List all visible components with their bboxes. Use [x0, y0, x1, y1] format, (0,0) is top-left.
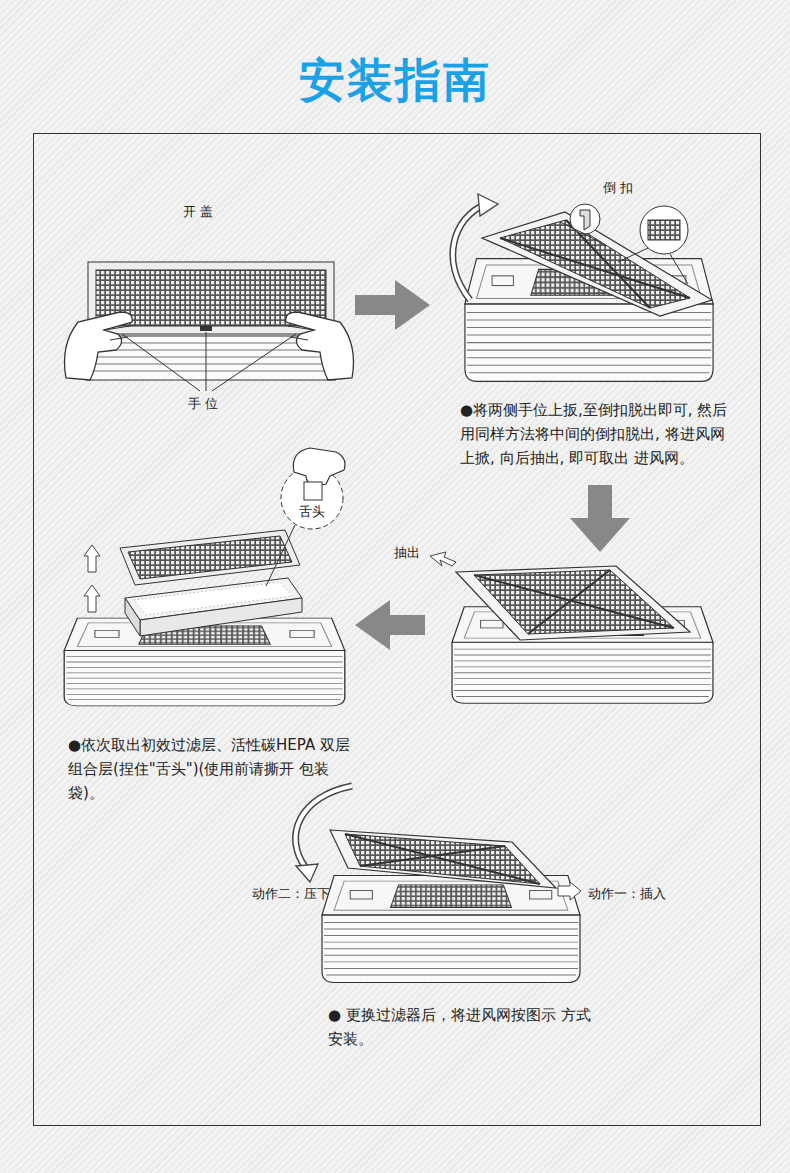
install-figure — [296, 786, 581, 982]
filter-figure-part — [84, 545, 100, 572]
filter-figure-part — [304, 482, 322, 500]
frame — [34, 134, 761, 1126]
pull-out-figure-part — [474, 575, 674, 628]
pull-out-figure-part — [430, 552, 456, 566]
lift-lid-figure-part — [618, 248, 648, 262]
instruction-note: ●将两侧手位上扳,至倒扣脱出即可, 然后用同样方法将中间的倒扣脱出, 将进风网上… — [460, 398, 728, 470]
install-figure-part — [360, 846, 505, 866]
lift-lid-figure-part — [585, 234, 606, 246]
lift-lid-figure-part — [560, 222, 585, 234]
lift-lid-figure-part — [453, 204, 486, 300]
install-figure-part — [345, 834, 540, 884]
lift-lid-figure-part — [648, 220, 680, 240]
open-lid-figure-part — [104, 326, 130, 340]
filter-figure-part — [266, 525, 295, 586]
filter-figure-part — [128, 536, 292, 579]
instruction-note: ● 更换过滤器后，将进风网按图示 方式安装。 — [328, 1003, 600, 1051]
install-figure-part — [296, 786, 352, 868]
open-lid-figure-part — [200, 326, 212, 331]
lift-lid-figure-part — [580, 210, 590, 230]
open-lid-figure-part — [65, 312, 133, 380]
pull-out-figure-part — [528, 570, 610, 634]
filter-figure-part — [134, 582, 292, 615]
filter-figure-part — [293, 448, 345, 486]
lift-lid-figure-part — [566, 220, 650, 308]
filter-figure — [64, 448, 345, 706]
install-figure-part — [345, 834, 540, 884]
part-label: 抽出 — [394, 545, 420, 561]
open-lid-figure-part — [79, 357, 343, 358]
open-lid-figure-part — [288, 326, 314, 340]
part-label: 动作一：插入 — [588, 886, 666, 902]
install-figure-part — [330, 830, 556, 888]
open-lid-figure-part — [286, 312, 354, 380]
part-label: 手 位 — [188, 396, 218, 412]
filter-figure-part — [120, 530, 300, 585]
open-lid-figure — [65, 262, 354, 391]
open-lid-figure-part — [82, 371, 340, 372]
install-figure-part — [322, 876, 580, 983]
open-lid-figure-part — [80, 364, 342, 365]
lift-lid-figure-part — [670, 254, 688, 284]
step-arrow — [355, 600, 425, 650]
install-figure-part — [296, 786, 352, 868]
filter-figure-part — [84, 585, 100, 612]
part-label: 动作二：压下 — [252, 886, 330, 902]
install-figure-part — [296, 864, 318, 882]
pull-out-figure-part — [456, 566, 690, 640]
lift-lid-figure-part — [500, 220, 690, 308]
instruction-note: ●依次取出初效过滤层、活性碳HEPA 双层组合层(捏住"舌头")(使用前请撕开 … — [68, 733, 360, 805]
open-lid-figure-part — [122, 334, 200, 391]
lift-lid-figure-part — [478, 194, 498, 216]
lift-lid-figure-part — [640, 206, 688, 254]
lift-lid-figure-part — [453, 204, 486, 300]
open-lid-figure-part — [206, 332, 207, 391]
install-figure-part — [558, 882, 581, 900]
page-title: 安装指南 — [0, 50, 790, 112]
open-lid-figure-part — [212, 334, 296, 391]
filter-figure-part — [64, 618, 345, 706]
part-label: 倒 扣 — [603, 180, 633, 196]
lift-lid-figure — [453, 194, 713, 381]
pull-out-figure-part — [474, 570, 674, 634]
pull-out-figure — [430, 552, 713, 703]
step-arrow — [570, 485, 630, 552]
step-arrow — [355, 280, 430, 330]
part-label: 舌头 — [299, 504, 325, 520]
part-label: 开 盖 — [183, 204, 213, 220]
